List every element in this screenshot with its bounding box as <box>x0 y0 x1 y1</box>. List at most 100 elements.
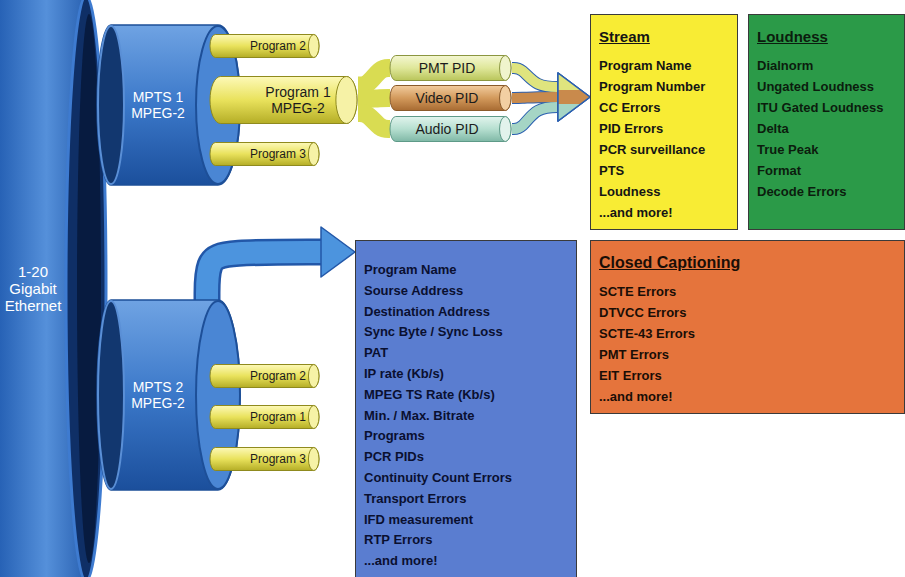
pid-tube: Video PID <box>390 85 512 111</box>
metric-item: Delta <box>757 118 789 139</box>
cylinder-end <box>98 301 124 489</box>
metric-item: ...and more! <box>599 202 673 223</box>
arrow-outline <box>512 68 562 87</box>
text-area: Closed CaptioningSCTE ErrorsDTVCC Errors… <box>599 253 898 407</box>
tube-end <box>500 56 511 81</box>
stream-label: MPTS 1 MPEG-2 <box>125 89 191 121</box>
text-area: Program 3 <box>246 447 310 471</box>
metric-item: Dialnorm <box>757 55 813 76</box>
program-tube: Program 3 <box>210 142 320 166</box>
metric-item: True Peak <box>757 139 818 160</box>
metric-item: ...and more! <box>364 551 438 572</box>
tube-body <box>210 365 319 388</box>
metrics-panel: Program NameSourse AddressDestination Ad… <box>355 240 577 577</box>
metric-item: Continuity Count Errors <box>364 468 512 489</box>
arrow-outline <box>207 252 325 300</box>
metric-item: Decode Errors <box>757 181 847 202</box>
pid-label: PMT PID <box>419 60 476 76</box>
text-area: Program 2 <box>246 34 310 58</box>
network-label: 1-20 Gigabit Ethernet <box>2 263 64 314</box>
text-area: MPTS 2 MPEG-2 <box>125 300 191 490</box>
metric-item: Loudness <box>599 181 660 202</box>
metric-item: Format <box>757 160 801 181</box>
tube-end <box>308 448 319 471</box>
arrow-head <box>558 73 590 121</box>
metric-item: Ungated Loudness <box>757 76 874 97</box>
metric-item: PAT <box>364 343 388 364</box>
program-tube: Program 1 MPEG-2 <box>210 76 358 124</box>
panel-heading: Loudness <box>757 27 828 47</box>
metric-item: Program Name <box>364 260 456 281</box>
tube-end <box>500 117 511 142</box>
metric-item: Programs <box>364 426 425 447</box>
program-label: Program 1 MPEG-2 <box>260 84 336 116</box>
connector <box>207 252 325 300</box>
metric-item: DTVCC Errors <box>599 302 686 323</box>
pid-tube: PMT PID <box>390 55 512 81</box>
metric-item: Sourse Address <box>364 281 463 302</box>
tube-end <box>336 77 357 124</box>
metric-item: PID Errors <box>599 118 663 139</box>
arrow-head <box>558 73 590 121</box>
metric-item: Transport Errors <box>364 489 467 510</box>
tube-body <box>390 86 511 111</box>
metric-item: SCTE Errors <box>599 281 676 302</box>
metric-item: Program Number <box>599 76 705 97</box>
panel-heading: Stream <box>599 27 650 47</box>
metric-item: PTS <box>599 160 624 181</box>
metric-item: ...and more! <box>599 386 673 407</box>
pid-label: Audio PID <box>415 121 478 137</box>
metric-item: PCR PIDs <box>364 447 424 468</box>
metric-item: PMT Errors <box>599 344 669 365</box>
text-area: 1-20 Gigabit Ethernet <box>2 0 64 577</box>
metric-item: RTP Errors <box>364 530 432 551</box>
tube-body <box>210 143 319 166</box>
arrow-head <box>321 227 355 277</box>
network-cylinder: 1-20 Gigabit Ethernet <box>0 0 106 577</box>
program-label: Program 3 <box>250 147 306 161</box>
tube-body <box>390 56 511 81</box>
tube-body <box>210 77 357 124</box>
text-area: MPTS 1 MPEG-2 <box>125 25 191 185</box>
text-area: Program NameSourse AddressDestination Ad… <box>364 260 570 572</box>
metric-item: Destination Address <box>364 302 490 323</box>
program-label: Program 2 <box>250 39 306 53</box>
connector <box>358 98 390 99</box>
metric-item: IFD measurement <box>364 510 473 531</box>
text-area: Program 1 MPEG-2 <box>260 76 336 124</box>
metric-item: CC Errors <box>599 97 660 118</box>
metric-item: SCTE-43 Errors <box>599 323 695 344</box>
tube-end <box>308 143 319 166</box>
program-tube: Program 2 <box>210 34 320 58</box>
metric-item: MPEG TS Rate (Kb/s) <box>364 385 495 406</box>
metrics-panel: Closed CaptioningSCTE ErrorsDTVCC Errors… <box>590 240 905 414</box>
pid-tube: Audio PID <box>390 116 512 142</box>
connector <box>358 113 390 129</box>
pid-label: Video PID <box>416 90 479 106</box>
metric-item: Min. / Max. Bitrate <box>364 406 475 427</box>
metric-item: EIT Errors <box>599 365 662 386</box>
text-area: Audio PID <box>398 116 496 142</box>
tube-end <box>308 406 319 429</box>
tube-end <box>308 35 319 58</box>
text-area: Program 1 <box>246 405 310 429</box>
metric-item: ITU Gated Loudness <box>757 97 883 118</box>
program-label: Program 2 <box>250 369 306 383</box>
text-area: Program 2 <box>246 364 310 388</box>
text-area: LoudnessDialnormUngated LoudnessITU Gate… <box>757 27 898 202</box>
text-area: Program 3 <box>246 142 310 166</box>
metric-item: Sync Byte / Sync Loss <box>364 322 503 343</box>
program-label: Program 3 <box>250 452 306 466</box>
tube-body <box>210 406 319 429</box>
connector <box>512 107 562 129</box>
text-area: PMT PID <box>398 55 496 81</box>
text-area: StreamProgram NameProgram NumberCC Error… <box>599 27 731 223</box>
connector <box>512 97 562 98</box>
program-label: Program 1 <box>250 410 306 424</box>
metrics-panel: StreamProgram NameProgram NumberCC Error… <box>590 14 738 230</box>
metrics-panel: LoudnessDialnormUngated LoudnessITU Gate… <box>748 14 905 230</box>
tube-end <box>500 86 511 111</box>
metric-item: Program Name <box>599 55 691 76</box>
tube-body <box>210 448 319 471</box>
